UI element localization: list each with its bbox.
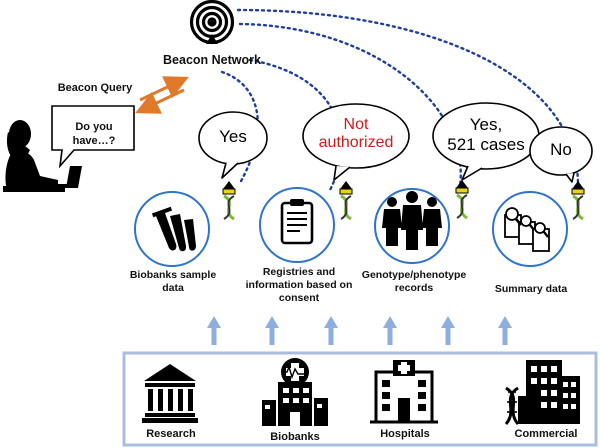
- dna-beacon-icon: [339, 181, 353, 221]
- response-text-yes-521: Yes,521 cases: [433, 115, 539, 154]
- dna-beacon-icon: [455, 180, 469, 220]
- upward-arrows: [207, 316, 512, 345]
- node-label-line: Biobanks sample: [129, 269, 217, 281]
- dna-beacon-icon: [571, 181, 585, 221]
- up-arrow: [383, 316, 397, 345]
- response-bubbles: [198, 102, 593, 183]
- hospital-icon: [370, 360, 438, 424]
- node-label-line: Genotype/phenotype: [361, 269, 467, 281]
- beacon-network-title: Beacon Network: [163, 53, 261, 67]
- response-line: authorized: [318, 134, 394, 152]
- clipboard-icon: [280, 199, 314, 245]
- response-bubble-no: [529, 126, 593, 183]
- node-label-line: data: [162, 282, 184, 295]
- response-line: Yes,: [469, 115, 503, 134]
- test-tubes-icon: [151, 206, 196, 252]
- response-bubble-not-authorized: [302, 103, 410, 181]
- institution-label-biobanks: Biobanks: [270, 431, 320, 443]
- response-line: No: [550, 140, 572, 159]
- node-label-line: Summary data: [494, 283, 568, 295]
- hospital-building-icon: [262, 358, 328, 426]
- link-to-node-1: [220, 70, 260, 185]
- institution-label-research: Research: [146, 428, 196, 440]
- node-label-line: consent: [278, 292, 320, 305]
- node-circle-biobanks-sample: [134, 191, 210, 267]
- beacon-antenna-icon: [189, 0, 235, 45]
- query-return-arrow: [135, 88, 185, 114]
- documents-search-icon: [504, 207, 550, 252]
- network-links: [220, 8, 580, 192]
- query-speech-box: [51, 105, 135, 169]
- response-text-yes: Yes: [203, 127, 263, 147]
- query-text: Do you have…?: [72, 121, 116, 147]
- node-label-line: information based on: [245, 279, 353, 292]
- response-line: Yes: [219, 127, 247, 146]
- dna-city-icon: [504, 360, 580, 425]
- institution-label-hospitals: Hospitals: [380, 428, 430, 440]
- query-arrows: [135, 76, 189, 114]
- up-arrow: [441, 316, 455, 345]
- node-label-summary: Summary data: [486, 283, 576, 296]
- response-bubble-yes: [198, 111, 268, 179]
- institution-label-commercial: Commercial: [514, 428, 578, 440]
- dna-beacon-icon: [222, 181, 236, 221]
- node-label-line: records: [394, 282, 434, 295]
- up-arrow: [265, 316, 279, 345]
- researcher-icon: [3, 120, 82, 192]
- dna-beacon-badges: [222, 180, 585, 221]
- response-line: Not: [343, 116, 369, 133]
- institutions-box: [122, 351, 598, 447]
- response-line: 521 cases: [447, 134, 525, 154]
- up-arrow: [498, 316, 512, 345]
- query-send-arrow: [139, 76, 189, 102]
- up-arrow: [207, 316, 221, 345]
- museum-icon: [142, 364, 198, 423]
- up-arrow: [324, 316, 338, 345]
- node-label-line: Registries and: [262, 266, 336, 278]
- response-text-no: No: [531, 140, 591, 160]
- people-group-icon: [382, 191, 442, 250]
- beacon-query-title: Beacon Query: [57, 82, 133, 94]
- data-source-nodes: [134, 187, 568, 267]
